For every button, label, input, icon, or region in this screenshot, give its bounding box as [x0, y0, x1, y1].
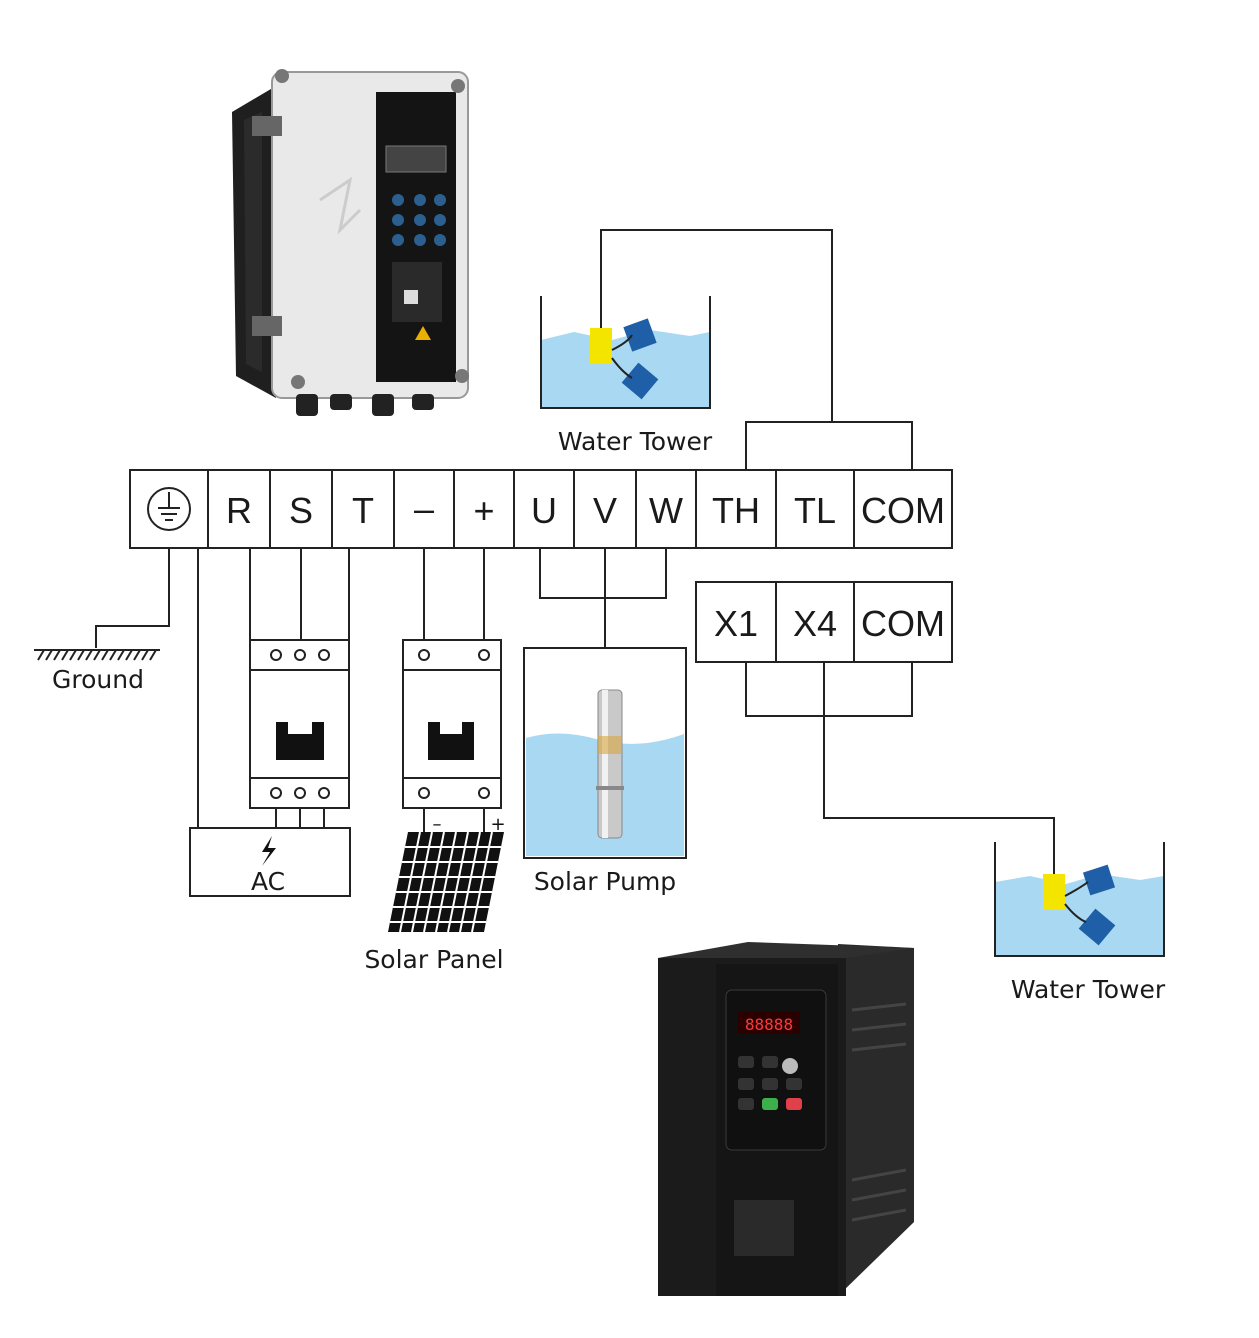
- panel-plus-label: +: [490, 814, 505, 835]
- water-tower-top: [540, 296, 711, 409]
- solar-panel-label: Solar Panel: [364, 945, 503, 974]
- terminal-minus: –: [414, 488, 434, 529]
- ac-source-box: [189, 827, 351, 897]
- terminal-COM-aux: COM: [861, 603, 945, 644]
- water-tower-right: [994, 842, 1165, 957]
- terminal-TH: TH: [712, 490, 760, 531]
- solar-pump-tank: [523, 647, 687, 859]
- aux-terminal-strip: X1 X4 COM: [695, 581, 953, 663]
- terminal-R: R: [226, 490, 252, 531]
- terminal-TL: TL: [794, 490, 836, 531]
- terminal-COM: COM: [861, 490, 945, 531]
- dc-breaker: [402, 639, 502, 809]
- water-tower-top-label: Water Tower: [558, 427, 713, 456]
- ground-label: Ground: [52, 665, 144, 694]
- terminal-X1: X1: [714, 603, 758, 644]
- terminal-U: U: [531, 490, 557, 531]
- svg-text:88888: 88888: [745, 1015, 793, 1034]
- ac-breaker: [249, 639, 350, 809]
- panel-minus-label: –: [433, 814, 442, 835]
- pump-icon: [596, 689, 624, 839]
- water-tower-right-label: Water Tower: [1011, 975, 1166, 1004]
- ac-label: AC: [251, 867, 285, 896]
- main-terminal-strip: R S T – + U V W TH TL COM: [129, 469, 953, 549]
- solar-pump-label: Solar Pump: [534, 867, 676, 896]
- ground-symbol: [34, 649, 160, 661]
- earth-terminal-icon: [147, 487, 191, 531]
- float-switch-yellow-right: [1043, 874, 1065, 910]
- terminal-W: W: [649, 490, 683, 531]
- lightning-icon: [262, 836, 276, 866]
- terminal-T: T: [352, 490, 374, 531]
- terminal-V: V: [593, 490, 617, 531]
- white-controller-device: [232, 69, 469, 416]
- terminal-S: S: [289, 490, 313, 531]
- terminal-plus: +: [473, 490, 494, 531]
- terminal-X4: X4: [793, 603, 837, 644]
- float-switch-yellow: [590, 328, 612, 364]
- black-inverter-device: 88888: [658, 942, 914, 1296]
- solar-panel: [388, 831, 504, 933]
